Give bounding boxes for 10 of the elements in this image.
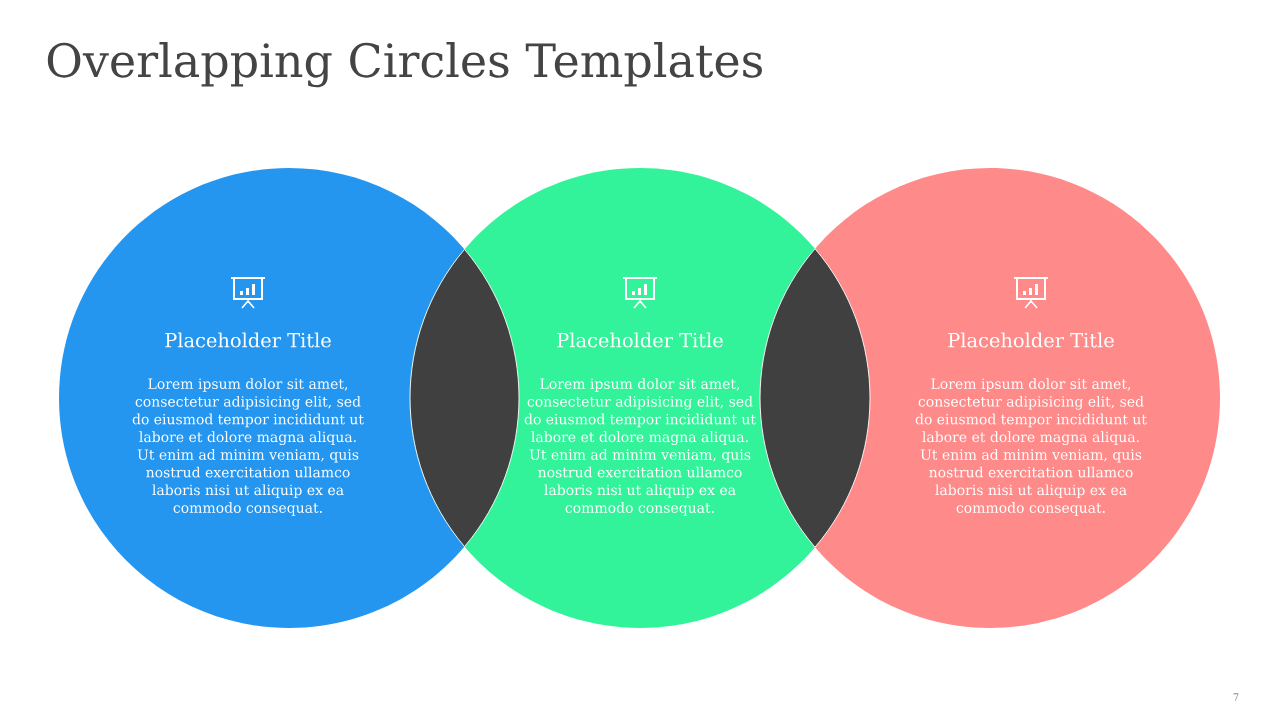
page-number: 7 [1233, 693, 1239, 701]
body-text: Lorem ipsum dolor sit amet, consectetur adipisicing elit, sed do eiusmod tempor incididunt ut labore et dolore magna aliqua. Ut enim ad minim veniam, quis nostrud exercitation ullamco laboris nisi ut aliquip ex ea commodo consequat. [132, 378, 364, 516]
body-text: Lorem ipsum dolor sit amet, consectetur adipisicing elit, sed do eiusmod tempor incididunt ut labore et dolore magna aliqua. Ut enim ad minim veniam, quis nostrud exercitation ullamco laboris nisi ut aliquip ex ea commodo consequat. [524, 378, 756, 516]
title: Overlapping Circles Templates [47, 42, 762, 88]
body-text: Lorem ipsum dolor sit amet, consectetur adipisicing elit, sed do eiusmod tempor incididunt ut labore et dolore magna aliqua. Ut enim ad minim veniam, quis nostrud exercitation ullamco laboris nisi ut aliquip ex ea commodo consequat. [915, 378, 1147, 516]
overlap-lens [409, 248, 520, 548]
heading: Placeholder Title [557, 332, 723, 348]
heading: Placeholder Title [948, 332, 1114, 348]
overlap-lens [759, 248, 871, 548]
heading: Placeholder Title [165, 332, 331, 348]
